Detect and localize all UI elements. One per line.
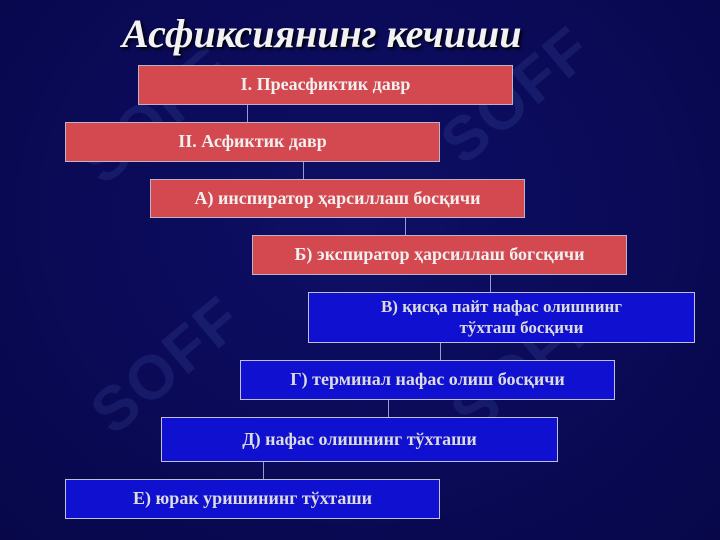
stage-box-inspiratory: А) инспиратор ҳарсиллаш босқичи <box>150 179 525 218</box>
stage-label: Е) юрак уришининг тўхташи <box>133 488 372 509</box>
stage-label: II. Асфиктик давр <box>178 131 327 152</box>
connector-line <box>388 400 389 417</box>
stage-label: Г) терминал нафас олиш босқичи <box>290 369 565 390</box>
slide-title: Асфиксиянинг кечиши <box>122 11 522 56</box>
connector-line <box>303 162 304 179</box>
stage-label: Д) нафас олишнинг тўхташи <box>242 428 477 449</box>
watermark-logo: SOFF <box>68 33 246 198</box>
stage-label-line2: тўхташ босқичи <box>459 317 584 337</box>
stage-box-heart-stop: Е) юрак уришининг тўхташи <box>65 479 440 519</box>
connector-line <box>440 343 441 360</box>
stage-box-short-apnea: В) қисқа пайт нафас олишнинг тўхташ босқ… <box>308 292 695 343</box>
stage-label: Б) экспиратор ҳарсиллаш богсқичи <box>294 244 585 265</box>
stage-label-line1: В) қисқа пайт нафас олишнинг <box>380 297 623 317</box>
stage-box-asphyctic: II. Асфиктик давр <box>65 122 440 162</box>
stage-label: А) инспиратор ҳарсиллаш босқичи <box>194 187 481 208</box>
stage-label: I. Преасфиктик давр <box>240 74 411 95</box>
stage-box-terminal: Г) терминал нафас олиш босқичи <box>240 360 615 400</box>
connector-line <box>247 104 248 122</box>
connector-line <box>490 275 491 292</box>
connector-line <box>405 218 406 235</box>
stage-box-expiratory: Б) экспиратор ҳарсиллаш богсқичи <box>252 235 627 275</box>
stage-box-breathing-stop: Д) нафас олишнинг тўхташи <box>161 417 558 462</box>
stage-box-preasphyctic: I. Преасфиктик давр <box>138 65 513 105</box>
connector-line <box>263 462 264 479</box>
